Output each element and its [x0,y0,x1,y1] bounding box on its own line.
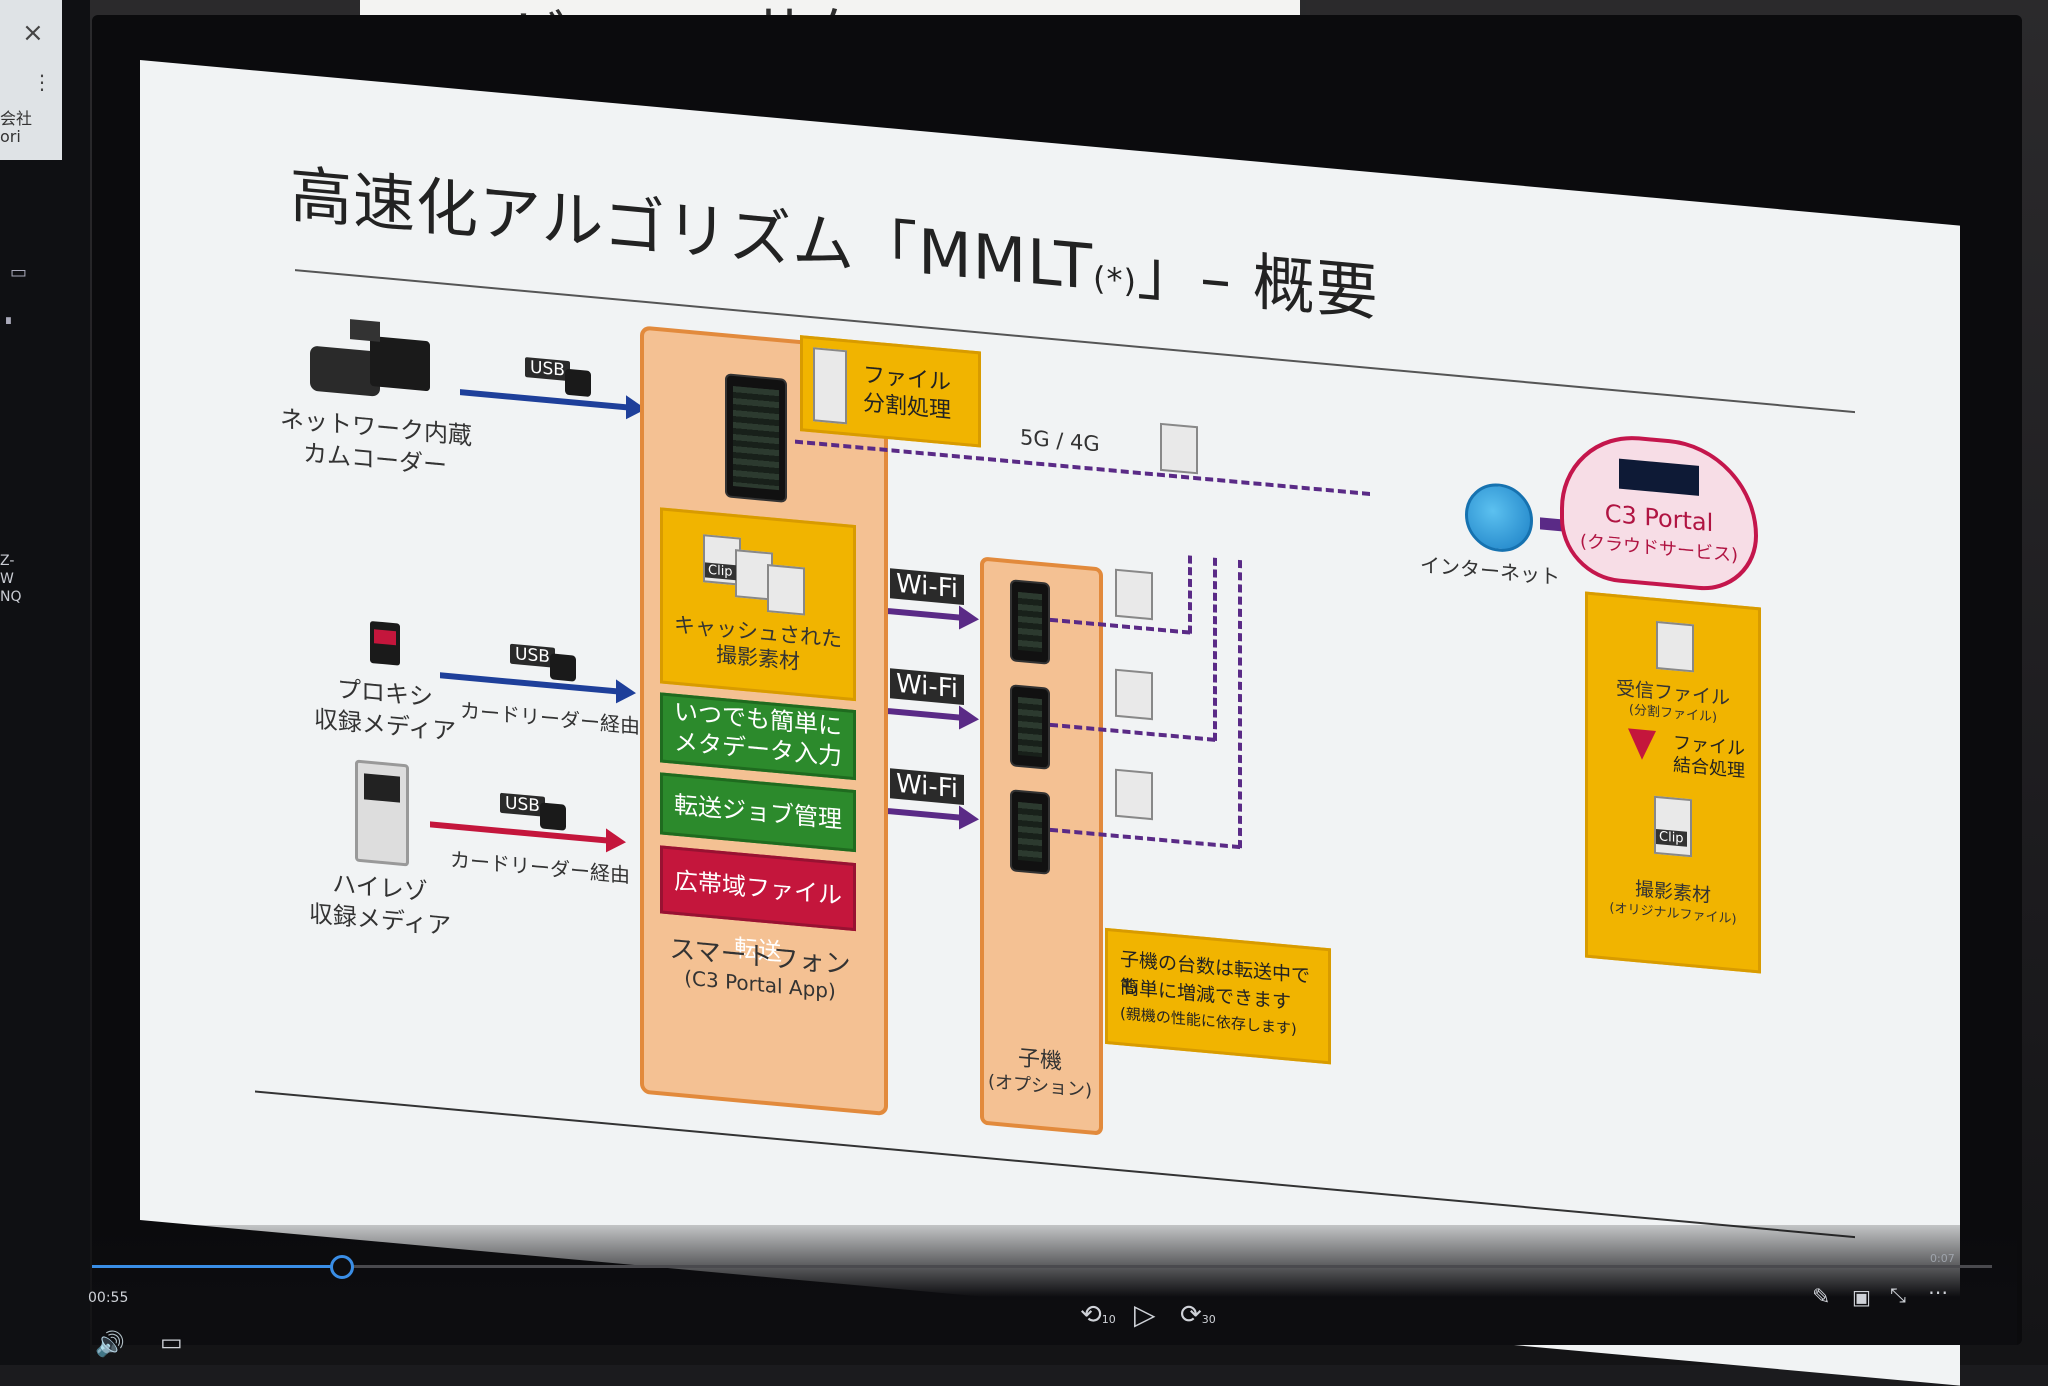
usb-plug-icon-hires [540,802,566,831]
small-glyph-icon: ∎ [4,312,13,328]
file-icon [813,347,847,425]
usb-plug-icon [565,368,591,398]
left-monitor: × ⋮ 会社 ori ▭ ∎ Z- W NQ [0,0,90,1365]
left-monitor-model-text: Z- W NQ [0,553,22,605]
clip-tag: Clip [705,562,736,581]
progress-track[interactable] [92,1265,1992,1268]
total-time: 0:07 [1930,1252,1955,1265]
wifi-tag-3: Wi-Fi [890,768,965,805]
file-split-label: ファイル 分割処理 [863,362,952,424]
proxy-media-label: プロキシ 収録メディア [313,674,457,746]
camcorder-usb-arrow [460,389,630,411]
left-monitor-panel [0,0,62,160]
close-icon[interactable]: × [22,18,44,48]
cached-material-label: キャッシュされた 撮影素材 [674,612,842,675]
wifi-tag-1: Wi-Fi [890,568,965,605]
file-join-label: ファイル 結合処理 [1673,732,1745,783]
camcorder-icon [310,305,440,407]
more-options-icon[interactable]: ⋯ [1928,1280,1948,1304]
rewind-button[interactable]: ⟲10 [1080,1300,1116,1330]
usb-label-proxy: USB [510,643,555,668]
forward-seconds: 30 [1201,1313,1216,1326]
card-reader-label-hires: カードリーダー経由 [450,847,630,888]
card-reader-label-proxy: カードリーダー経由 [460,698,640,739]
in-transit-file-icon [1160,422,1198,475]
wifi-arrow-3 [888,808,963,821]
cellular-label: 5G / 4G [1020,425,1100,457]
camcorder-label: ネットワーク内蔵 カムコーダー [280,404,472,480]
join-arrow-icon [1628,728,1656,761]
cloud-screen-icon [1619,458,1699,496]
slide-title: 高速化アルゴリズム「MMLT(*)」– 概要 [290,144,1379,333]
sd-card-icon [370,620,400,666]
progress-thumb[interactable] [330,1255,354,1279]
current-time: 00:55 [88,1290,129,1306]
cached-material-box: Clip キャッシュされた 撮影素材 [660,507,856,702]
slide-title-end: 」– 概要 [1136,234,1379,330]
hires-media-label: ハイレゾ 収録メディア [308,869,452,941]
cloud-process-box: 受信ファイル (分割ファイル) ファイル 結合処理 Clip 撮影素材 (オリジ… [1585,591,1761,974]
window-icon: ▭ [10,262,28,283]
original-clip-tag: Clip [1656,828,1687,847]
internet-label: インターネット [1420,552,1560,590]
clip-file-icon-3 [767,564,805,616]
child-phone-icon-3 [1010,789,1050,875]
exit-fullscreen-icon[interactable]: ⤡ [1890,1283,1906,1307]
volume-icon[interactable]: 🔊 [95,1330,125,1358]
globe-icon [1465,480,1533,555]
slide-title-main: 高速化アルゴリズム「MMLT [290,157,1094,304]
wifi-arrow-2 [888,708,963,721]
child-phone-icon-1 [1010,579,1050,665]
slide-title-note: (*) [1093,258,1137,301]
usb-plug-icon-proxy [550,653,576,682]
mini-player-icon[interactable]: ▣ [1852,1285,1871,1309]
wifi-arrow-1 [888,608,963,621]
captions-icon[interactable]: ▭ [160,1328,183,1356]
progress-fill [92,1265,339,1268]
child-path-2-up [1213,557,1217,742]
edit-icon[interactable]: ✎ [1812,1285,1831,1310]
media-card-icon [355,759,409,867]
child-file-icon-2 [1115,668,1153,721]
forward-button[interactable]: ⟳30 [1180,1300,1216,1330]
child-phone-icon-2 [1010,684,1050,770]
hires-usb-arrow [430,821,610,844]
cloud-icon: C3 Portal (クラウドサービス) [1560,429,1758,596]
file-split-callout: ファイル 分割処理 [800,335,981,448]
play-button[interactable]: ▷ [1134,1298,1156,1331]
child-path-1-up [1188,555,1192,634]
usb-label: USB [525,357,570,382]
received-file-icon [1656,620,1694,673]
slide: 高速化アルゴリズム「MMLT(*)」– 概要 ネットワーク内蔵 カムコーダー U… [140,60,1960,1386]
child-note-callout: 子機の台数は転送中でも 簡単に増減できます (親機の性能に依存します) [1105,927,1331,1065]
child-file-icon-1 [1115,568,1153,621]
child-path-3-up [1238,559,1242,849]
more-menu-icon[interactable]: ⋮ [32,70,52,94]
usb-label-hires: USB [500,792,545,817]
child-file-icon-3 [1115,768,1153,821]
left-monitor-company-text: 会社 ori [0,109,33,146]
proxy-usb-arrow [440,672,620,695]
original-file-icon [1654,795,1692,858]
rewind-seconds: 10 [1101,1313,1116,1326]
wifi-tag-2: Wi-Fi [890,668,965,705]
player-controls [92,1225,2017,1345]
smartphone-icon [725,373,787,503]
